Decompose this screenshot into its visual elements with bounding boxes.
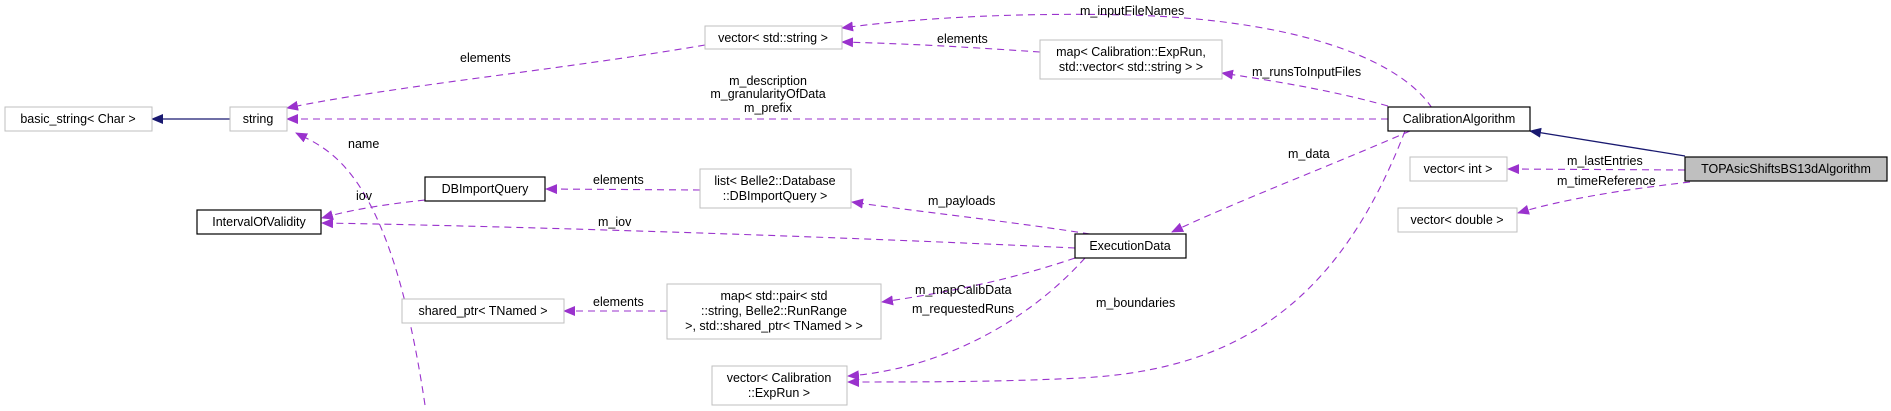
- edge-label-m-description: m_description: [729, 74, 807, 88]
- node-label: CalibrationAlgorithm: [1403, 112, 1516, 126]
- edge-name: [296, 133, 426, 411]
- edge-elements-list-db: [545, 184, 701, 195]
- node-label-line-1: map< Calibration::ExpRun,: [1056, 45, 1206, 59]
- edge-label-m-prefix: m_prefix: [744, 101, 793, 115]
- node-calibration-algorithm[interactable]: CalibrationAlgorithm: [1387, 106, 1531, 132]
- node-label: shared_ptr< TNamed >: [418, 304, 547, 318]
- edge-m-iov: [321, 218, 1076, 249]
- edge-elements-vector-string: [286, 44, 706, 111]
- node-db-import-query[interactable]: DBImportQuery: [424, 176, 546, 202]
- edge-label-m-data: m_data: [1288, 147, 1330, 161]
- node-label: vector< double >: [1410, 213, 1503, 227]
- node-label: vector< int >: [1424, 162, 1493, 176]
- edge-m-boundaries: [847, 130, 1406, 387]
- edge-label-m-inputfilenames: m_inputFileNames: [1080, 4, 1184, 18]
- edge-m-requestedruns: [847, 257, 1086, 381]
- node-label: basic_string< Char >: [20, 112, 135, 126]
- node-label-line-2: std::vector< std::string > >: [1059, 60, 1203, 74]
- node-execution-data[interactable]: ExecutionData: [1074, 233, 1187, 259]
- edge-label-m-timereference: m_timeReference: [1557, 174, 1656, 188]
- node-vector-string[interactable]: vector< std::string >: [704, 25, 843, 50]
- node-interval-of-validity[interactable]: IntervalOfValidity: [196, 209, 322, 235]
- node-map-exprun[interactable]: map< Calibration::ExpRun, std::vector< s…: [1039, 39, 1223, 80]
- node-label-line-1: list< Belle2::Database: [714, 174, 835, 188]
- edge-m-runstoinputfiles: [1221, 69, 1389, 107]
- edge-label-name: name: [348, 137, 379, 151]
- edge-label-elements-map-vector: elements: [937, 32, 988, 46]
- node-shared-ptr[interactable]: shared_ptr< TNamed >: [401, 298, 565, 324]
- edge-m-timereference: [1517, 181, 1691, 215]
- node-string[interactable]: string: [229, 106, 288, 132]
- edge-m-data: [1171, 130, 1411, 233]
- edge-elements-map-vector: [841, 37, 1041, 53]
- node-label: string: [243, 112, 274, 126]
- node-map-pair[interactable]: map< std::pair< std ::string, Belle2::Ru…: [666, 283, 882, 340]
- node-vector-double[interactable]: vector< double >: [1397, 207, 1518, 233]
- edge-label-elements-map-shared: elements: [593, 295, 644, 309]
- node-label: DBImportQuery: [442, 182, 530, 196]
- node-basic-string[interactable]: basic_string< Char >: [4, 106, 153, 132]
- node-vector-int[interactable]: vector< int >: [1409, 156, 1508, 182]
- node-label-line-2: ::string, Belle2::RunRange: [701, 304, 847, 318]
- edge-label-elements-vector-string: elements: [460, 51, 511, 65]
- edge-label-iov: iov: [356, 189, 373, 203]
- node-list-dbimportquery[interactable]: list< Belle2::Database ::DBImportQuery >: [699, 168, 852, 209]
- edge-label-elements-list-db: elements: [593, 173, 644, 187]
- edge-label-m-payloads: m_payloads: [928, 194, 995, 208]
- edge-iov: [321, 199, 426, 220]
- edge-label-m-mapcalibdata: m_mapCalibData: [915, 283, 1012, 297]
- node-label: IntervalOfValidity: [212, 215, 306, 229]
- node-label-line-2: ::ExpRun >: [748, 386, 810, 400]
- edge-label-m-runstoinputfiles: m_runsToInputFiles: [1252, 65, 1361, 79]
- node-label: ExecutionData: [1089, 239, 1170, 253]
- node-vector-exprun[interactable]: vector< Calibration ::ExpRun >: [711, 365, 848, 406]
- edge-label-m-boundaries: m_boundaries: [1096, 296, 1175, 310]
- edge-m-inputfilenames: [841, 13, 1433, 109]
- edge-label-m-lastentries: m_lastEntries: [1567, 154, 1643, 168]
- node-label-line-3: >, std::shared_ptr< TNamed > >: [685, 319, 863, 333]
- edge-label-m-iov: m_iov: [598, 215, 632, 229]
- node-label: TOPAsicShiftsBS13dAlgorithm: [1701, 162, 1871, 176]
- node-label: vector< std::string >: [718, 31, 828, 45]
- node-top-asic-shifts-algorithm[interactable]: TOPAsicShiftsBS13dAlgorithm: [1684, 156, 1888, 182]
- edge-inherit-top-calibration: [1529, 127, 1686, 157]
- node-label-line-1: vector< Calibration: [727, 371, 832, 385]
- edge-m-mapcalibdata: [881, 257, 1076, 306]
- edge-label-m-granularityofdata: m_granularityOfData: [710, 87, 825, 101]
- node-label-line-1: map< std::pair< std: [720, 289, 827, 303]
- edge-m-lastentries: [1507, 164, 1686, 175]
- edge-label-m-requestedruns: m_requestedRuns: [912, 302, 1014, 316]
- node-label-line-2: ::DBImportQuery >: [723, 189, 828, 203]
